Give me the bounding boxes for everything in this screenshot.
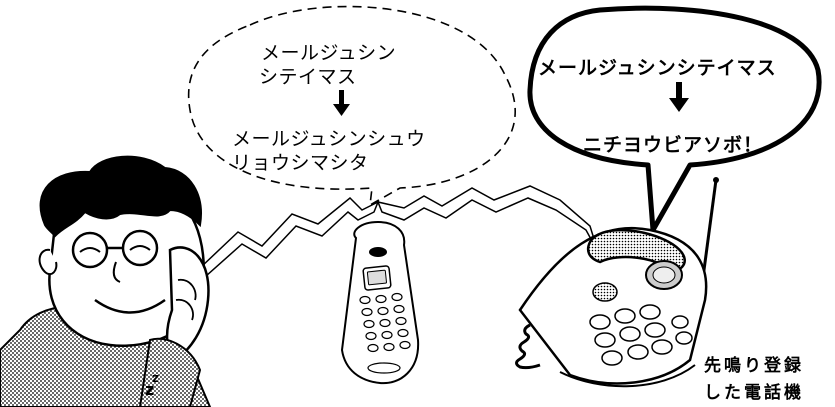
thought-line-2: シテイマス <box>259 66 357 88</box>
svg-text:z: z <box>152 371 159 385</box>
thought-bubble <box>187 5 516 207</box>
speech-line-1: メールジュシンシテイマス <box>538 57 777 79</box>
speech-bubble <box>527 5 822 233</box>
thought-line-3: メールジュシンシュウ <box>232 128 426 150</box>
base-telephone-illustration <box>515 177 719 388</box>
thought-line-4: リョウシマシタ <box>232 152 369 174</box>
cordless-handset-illustration <box>340 220 420 385</box>
thought-line-1: メールジュシン <box>261 42 397 64</box>
caption-line-2: した電話機 <box>704 383 804 403</box>
svg-text:z: z <box>145 380 154 399</box>
thought-down-arrow-icon <box>333 90 350 116</box>
person-illustration: z z <box>0 155 212 407</box>
speech-line-2: ニチヨウビアソボ！ <box>583 134 764 156</box>
speech-down-arrow-icon <box>669 82 689 112</box>
caption-line-1: 先鳴り登録 <box>704 356 804 376</box>
